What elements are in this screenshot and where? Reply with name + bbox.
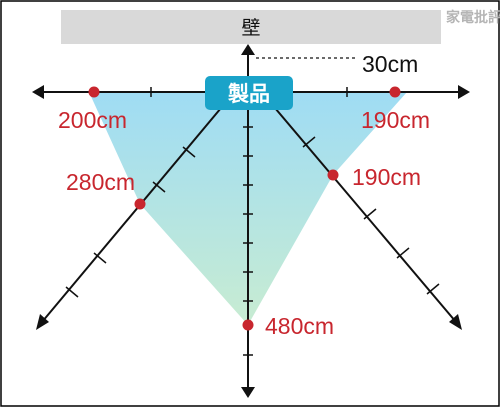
- wall-block: [61, 10, 441, 44]
- measurement-label-right: 190cm: [361, 107, 430, 133]
- arrow-left-icon: [32, 85, 44, 99]
- measurement-label-lower-left: 280cm: [66, 169, 135, 195]
- arrow-down-left-icon: [36, 314, 49, 330]
- arrow-down-right-icon: [449, 314, 462, 330]
- right-diagonal-axis: [274, 107, 462, 330]
- wall-label: 壁: [241, 17, 260, 39]
- measurement-point-bottom: [242, 319, 254, 331]
- measurement-label-lower-right: 190cm: [352, 164, 421, 190]
- product-box: [205, 76, 293, 110]
- measurement-point-lower-left: [134, 198, 146, 210]
- watermark-logo: 家電批評: [446, 9, 500, 26]
- measurement-point-right: [389, 86, 401, 98]
- distance-to-wall-label: 30cm: [362, 51, 418, 77]
- arrow-up-icon: [241, 44, 255, 55]
- arrow-down-icon: [241, 387, 255, 398]
- measurement-label-bottom: 480cm: [265, 313, 334, 339]
- measurement-point-left: [88, 86, 100, 98]
- measurement-point-lower-right: [327, 169, 339, 181]
- arrow-right-icon: [458, 85, 470, 99]
- left-diagonal-axis: [36, 107, 222, 330]
- measurement-label-left: 200cm: [58, 107, 127, 133]
- product-label: 製品: [227, 82, 270, 106]
